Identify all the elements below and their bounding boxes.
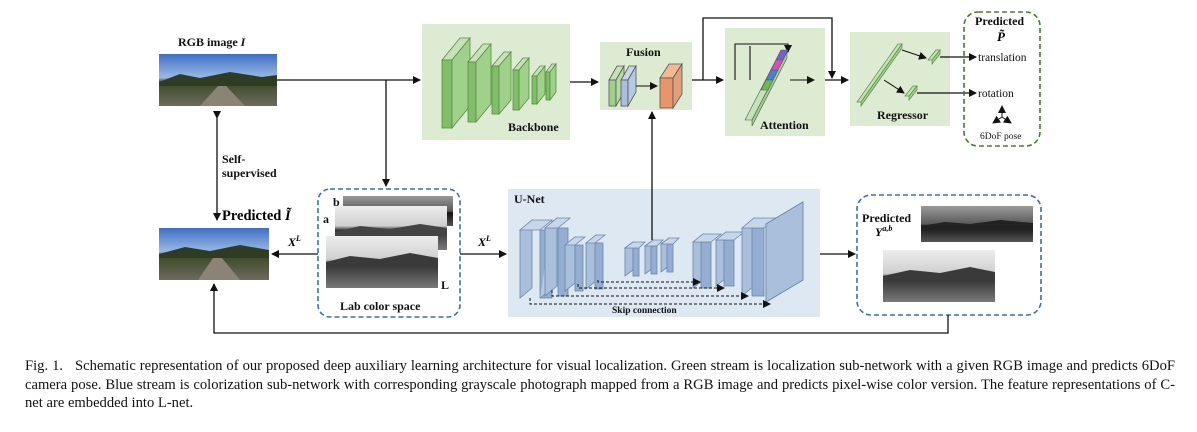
feedback-arrow xyxy=(210,283,949,334)
attention-label: Attention xyxy=(760,118,809,132)
fusion-label: Fusion xyxy=(626,45,661,59)
predicted-i-label: Predicted Ĩ xyxy=(222,206,292,224)
backbone-label: Backbone xyxy=(508,120,559,134)
unet-blocks xyxy=(518,201,804,303)
regressor-blocks xyxy=(856,42,941,108)
regressor-label: Regressor xyxy=(877,108,929,122)
predicted-pose-symbol: P̃ xyxy=(997,29,1006,44)
predicted-pose-label: Predicted xyxy=(975,14,1024,28)
rgb-image-photo xyxy=(159,54,277,106)
caption-text: Schematic representation of our proposed… xyxy=(25,358,1175,411)
attention-bar xyxy=(744,49,789,127)
predicted-pose-panel xyxy=(963,11,1041,147)
axes-icon xyxy=(992,105,1012,124)
lab-channel-b: b xyxy=(333,195,340,209)
xl-label-right: XL xyxy=(477,234,491,249)
skip-connection-label: Skip connection xyxy=(612,306,677,316)
rgb-image-label: RGB image I xyxy=(178,35,247,49)
translation-label: translation xyxy=(978,52,1027,64)
pose-label: 6DoF pose xyxy=(980,132,1021,142)
caption-lead: Fig. 1. xyxy=(25,358,64,374)
figure-caption: Fig. 1.Schematic representation of our p… xyxy=(25,357,1175,413)
lab-color-space-panel xyxy=(317,188,461,318)
predicted-image-photo xyxy=(159,228,269,280)
architecture-diagram: RGB image I Self-supervised Predicted Ĩ … xyxy=(159,11,1042,334)
rotation-label: rotation xyxy=(978,88,1014,100)
unet-label: U-Net xyxy=(514,192,545,206)
lab-channel-a: a xyxy=(323,212,329,226)
attention-bypass-arrow xyxy=(702,17,836,80)
self-supervised-label: Self-supervised xyxy=(222,152,277,180)
predicted-y-label: Predicted xyxy=(862,211,911,225)
regressor-split-top xyxy=(901,49,927,60)
lab-color-space-label: Lab color space xyxy=(340,299,421,313)
lab-channel-images xyxy=(326,196,453,288)
predicted-y-panel xyxy=(856,194,1042,316)
regressor-split-bottom xyxy=(883,79,905,94)
skip-connections xyxy=(529,278,771,308)
fusion-blocks xyxy=(608,62,683,110)
xl-label-left: XL xyxy=(287,234,301,249)
predicted-y-symbol: Ya,b xyxy=(875,224,892,239)
lab-channel-l: L xyxy=(441,278,449,292)
backbone-blocks xyxy=(441,36,557,130)
predicted-y-images xyxy=(883,206,1033,302)
attention-inner-arrow-top xyxy=(734,43,792,80)
